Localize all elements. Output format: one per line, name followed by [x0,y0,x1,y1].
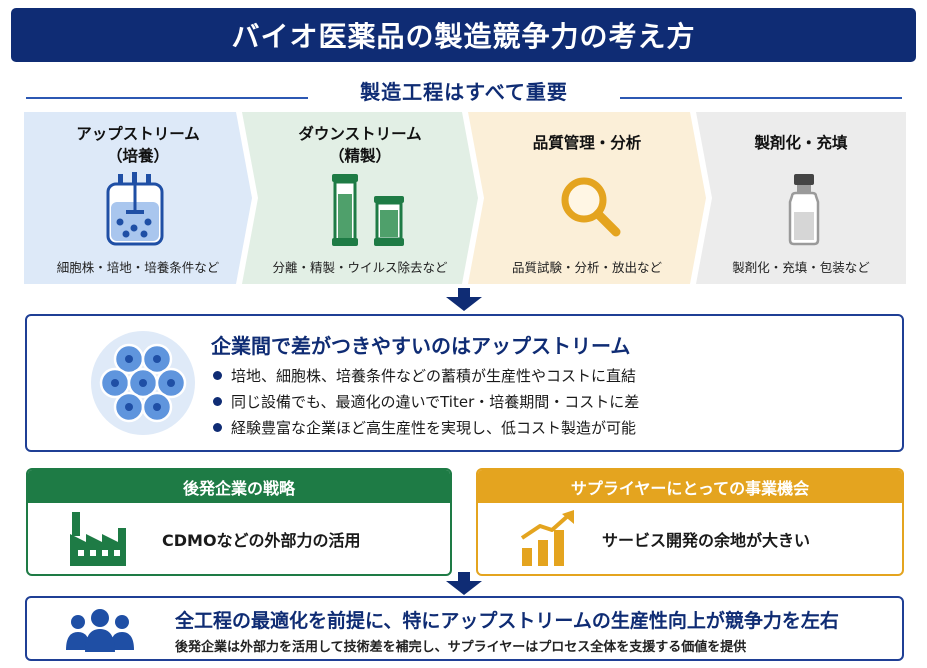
factory-icon [70,512,126,566]
bullet-dot [213,371,222,380]
insight-bullet: 同じ設備でも、最適化の違いでTiter・培養期間・コストに差 [213,389,639,415]
divider-right [620,97,902,99]
step-title: 品質管理・分析 [532,134,642,152]
step-title: 製剤化・充填 [754,134,848,152]
step-subtitle: （精製） [328,147,391,165]
cell-cluster-icon [91,331,195,435]
card-header: 後発企業の戦略 [28,470,450,503]
step-description: 品質試験・分析・放出など [511,260,662,275]
step-subtitle: （培養） [106,147,169,165]
step-downstream: ダウンストリーム （精製） 分離・精製・ウイルス除去など [242,112,478,284]
step-description: 分離・精製・ウイルス除去など [272,260,448,275]
step-description: 製剤化・充填・包装など [732,260,870,275]
bullet-text: 培地、細胞株、培養条件などの蓄積が生産性やコストに直結 [231,367,637,385]
step-title: アップストリーム [76,125,200,143]
insight-bullet: 培地、細胞株、培養条件などの蓄積が生産性やコストに直結 [213,363,639,389]
flow-arrow-1 [446,288,482,312]
flow-arrow-2 [446,572,482,596]
growth-chart-icon [520,510,574,566]
card-body: CDMOなどの外部力の活用 [162,531,361,550]
page-title-bar: バイオ医薬品の製造競争力の考え方 [11,8,916,62]
insight-headline: 企業間で差がつきやすいのはアップストリーム [211,334,631,358]
conclusion-box: 全工程の最適化を前提に、特にアップストリームの生産性向上が競争力を左右 後発企業… [25,596,904,661]
insight-bullet: 経験豊富な企業ほど高生産性を実現し、低コスト製造が可能 [213,415,639,441]
bullet-dot [213,423,222,432]
conclusion-sub: 後発企業は外部力を活用して技術差を補完し、サプライヤーはプロセス全体を支援する価… [175,640,747,655]
bullet-text: 同じ設備でも、最適化の違いでTiter・培養期間・コストに差 [231,393,640,411]
upstream-insight-box: 企業間で差がつきやすいのはアップストリーム 培地、細胞株、培養条件などの蓄積が生… [25,314,904,452]
latecomer-strategy-card: 後発企業の戦略 CDMOなどの外部力の活用 [26,468,452,576]
card-header: サプライヤーにとっての事業機会 [478,470,902,503]
step-upstream: アップストリーム （培養） 細胞株・培地・培養条件など [24,112,252,284]
section-subtitle: 製造工程はすべて重要 [360,80,568,104]
step-description: 細胞株・培地・培養条件など [56,260,220,275]
divider-left [26,97,308,99]
page-title: バイオ医薬品の製造競争力の考え方 [231,20,696,53]
bullet-text: 経験豊富な企業ほど高生産性を実現し、低コスト製造が可能 [231,419,637,437]
insight-bullet-list: 培地、細胞株、培養条件などの蓄積が生産性やコストに直結 同じ設備でも、最適化の違… [213,363,639,441]
step-title: ダウンストリーム [298,125,422,143]
bullet-dot [213,397,222,406]
people-group-icon [66,609,134,652]
magnifier-icon [558,174,624,240]
process-steps: アップストリーム （培養） 細胞株・培地・培養条件など ダウンストリーム （精製… [24,112,906,284]
chromatography-columns-icon [322,172,412,248]
card-body: サービス開発の余地が大きい [602,531,811,550]
supplier-opportunity-card: サプライヤーにとっての事業機会 サービス開発の余地が大きい [476,468,904,576]
bioreactor-icon [104,172,166,248]
step-formulation-filling: 製剤化・充填 製剤化・充填・包装など [696,112,906,284]
section-subtitle-row: 製造工程はすべて重要 [26,70,902,106]
step-quality-control: 品質管理・分析 品質試験・分析・放出など [468,112,706,284]
conclusion-main: 全工程の最適化を前提に、特にアップストリームの生産性向上が競争力を左右 [175,610,839,632]
vial-icon [788,174,820,246]
